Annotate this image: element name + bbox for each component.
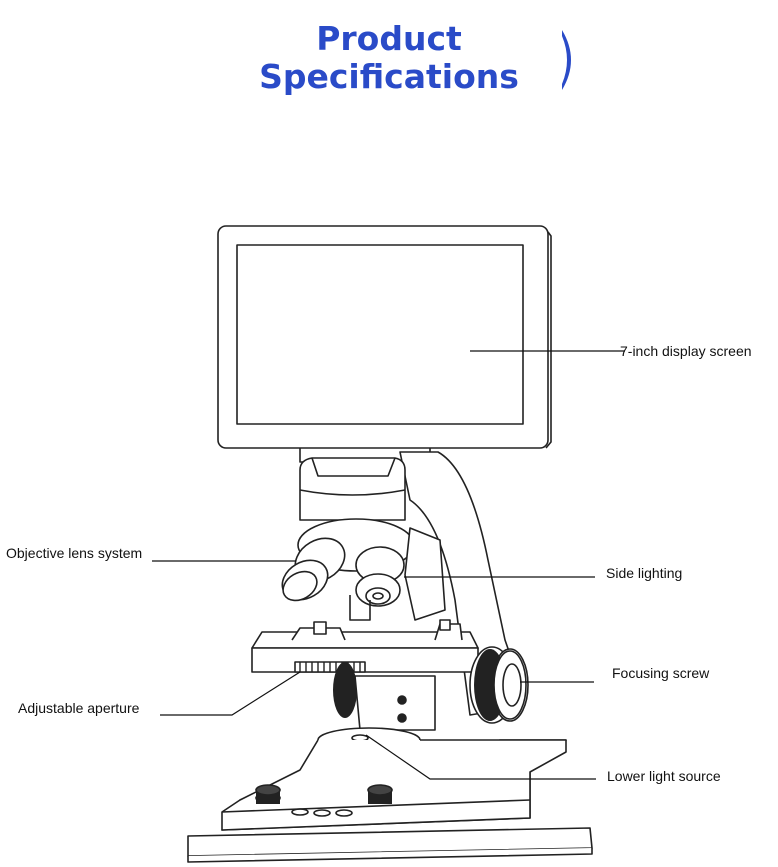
bracket-icon [562, 30, 571, 90]
leader-lower-light [365, 734, 596, 780]
callout-side-light: Side lighting [606, 565, 683, 581]
callout-lower-light: Lower light source [607, 768, 721, 784]
page-title-line2: Specifications [259, 57, 519, 96]
objective-left [281, 537, 346, 602]
camera-head [299, 457, 406, 521]
display-panel [236, 244, 524, 425]
callout-objective: Objective lens system [6, 545, 143, 561]
substage [333, 662, 436, 731]
page-title-line1: Product [316, 19, 462, 58]
callout-aperture: Adjustable aperture [18, 700, 140, 716]
leader-aperture [160, 671, 301, 716]
callout-display: 7-inch display screen [620, 343, 752, 359]
callout-focus: Focusing screw [612, 665, 710, 681]
objective-center [355, 546, 405, 607]
base [187, 739, 593, 863]
base-knobs [255, 784, 393, 817]
